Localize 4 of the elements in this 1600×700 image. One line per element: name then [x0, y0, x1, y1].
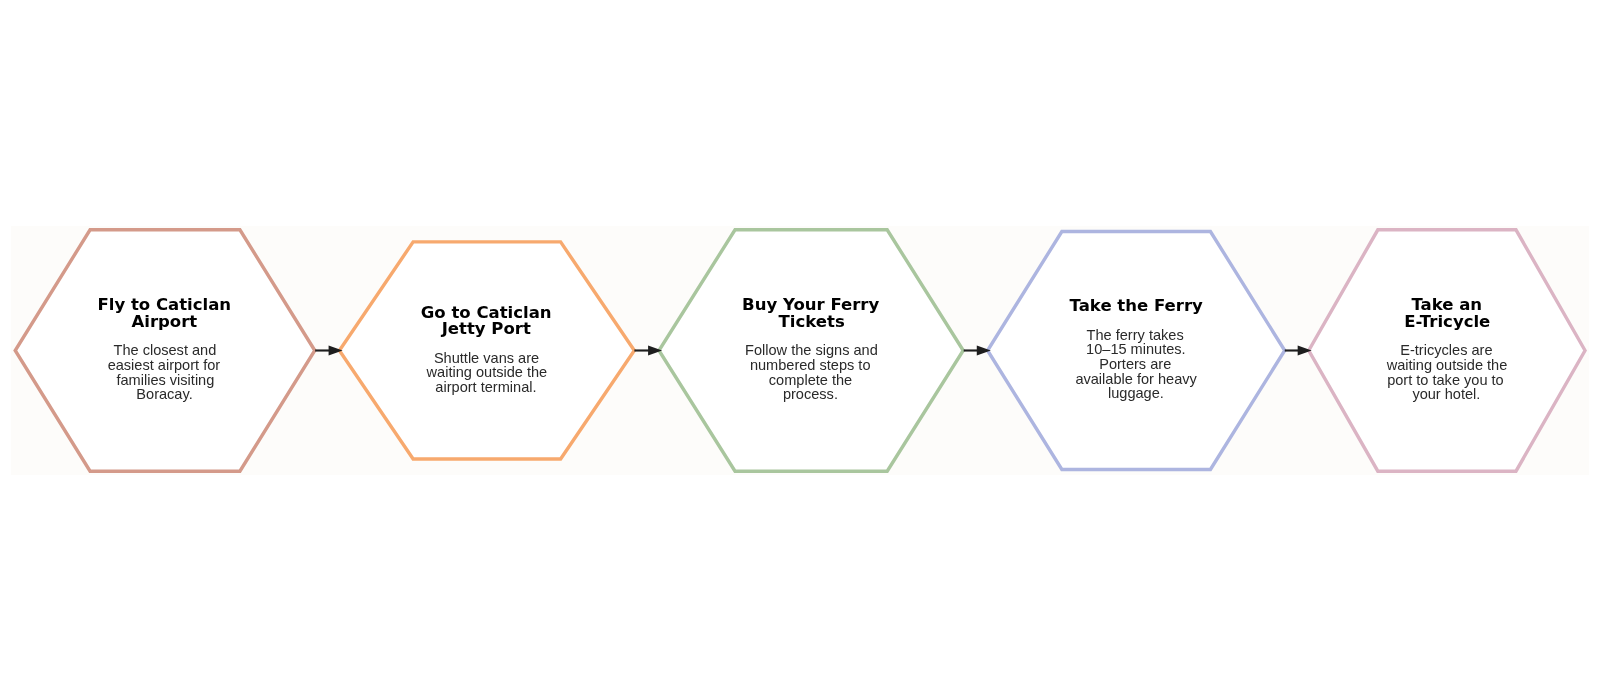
arrow [1284, 345, 1312, 355]
arrow [315, 345, 343, 355]
arrow [963, 345, 991, 355]
arrow [634, 345, 663, 355]
